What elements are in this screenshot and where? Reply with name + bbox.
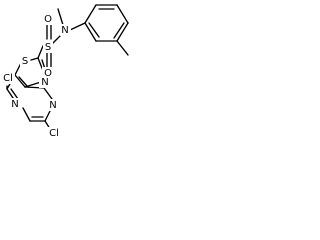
label-background [20, 55, 30, 67]
bond [24, 81, 42, 88]
sulfur-sulfonyl-label: S [45, 42, 51, 53]
bond [22, 107, 31, 122]
label-background [42, 13, 53, 25]
bond [10, 88, 19, 100]
bond [116, 4, 129, 24]
bond [37, 45, 44, 59]
label-background [43, 41, 53, 53]
label-background [47, 99, 58, 111]
nitrogen-sulfonamide-label: N [61, 25, 68, 36]
bond [57, 8, 64, 26]
label-background [9, 98, 20, 110]
bond [116, 22, 129, 42]
bond [30, 57, 39, 61]
chlorine-top-label: Cl [3, 73, 13, 84]
nitrogen-pyrimidine-bottom-label: N [49, 100, 56, 111]
label-background [42, 67, 53, 79]
oxygen-bottom-label: O [44, 68, 52, 79]
label-background [47, 127, 61, 139]
oxygen-top-label: O [44, 14, 52, 25]
nitrogen-pyrimidine-left-label: N [11, 99, 18, 110]
bond [84, 4, 97, 24]
chemical-structure-diagram: S S O O N N N N Cl Cl [1, 4, 129, 139]
sulfur-ring-label: S [22, 56, 28, 67]
bond [84, 22, 97, 42]
label-background [60, 24, 71, 36]
chlorine-bottom-label: Cl [49, 128, 59, 139]
bond [43, 87, 53, 100]
nitrogen-thiazole-label: N [41, 77, 48, 88]
bond [113, 22, 125, 39]
atom-labels: S S O O N N N N Cl Cl [1, 13, 71, 139]
label-background [1, 72, 15, 84]
bond [116, 40, 129, 56]
label-background [39, 76, 50, 88]
bond [18, 76, 28, 87]
bond [88, 22, 100, 38]
bond [14, 74, 26, 88]
bond [69, 22, 86, 31]
